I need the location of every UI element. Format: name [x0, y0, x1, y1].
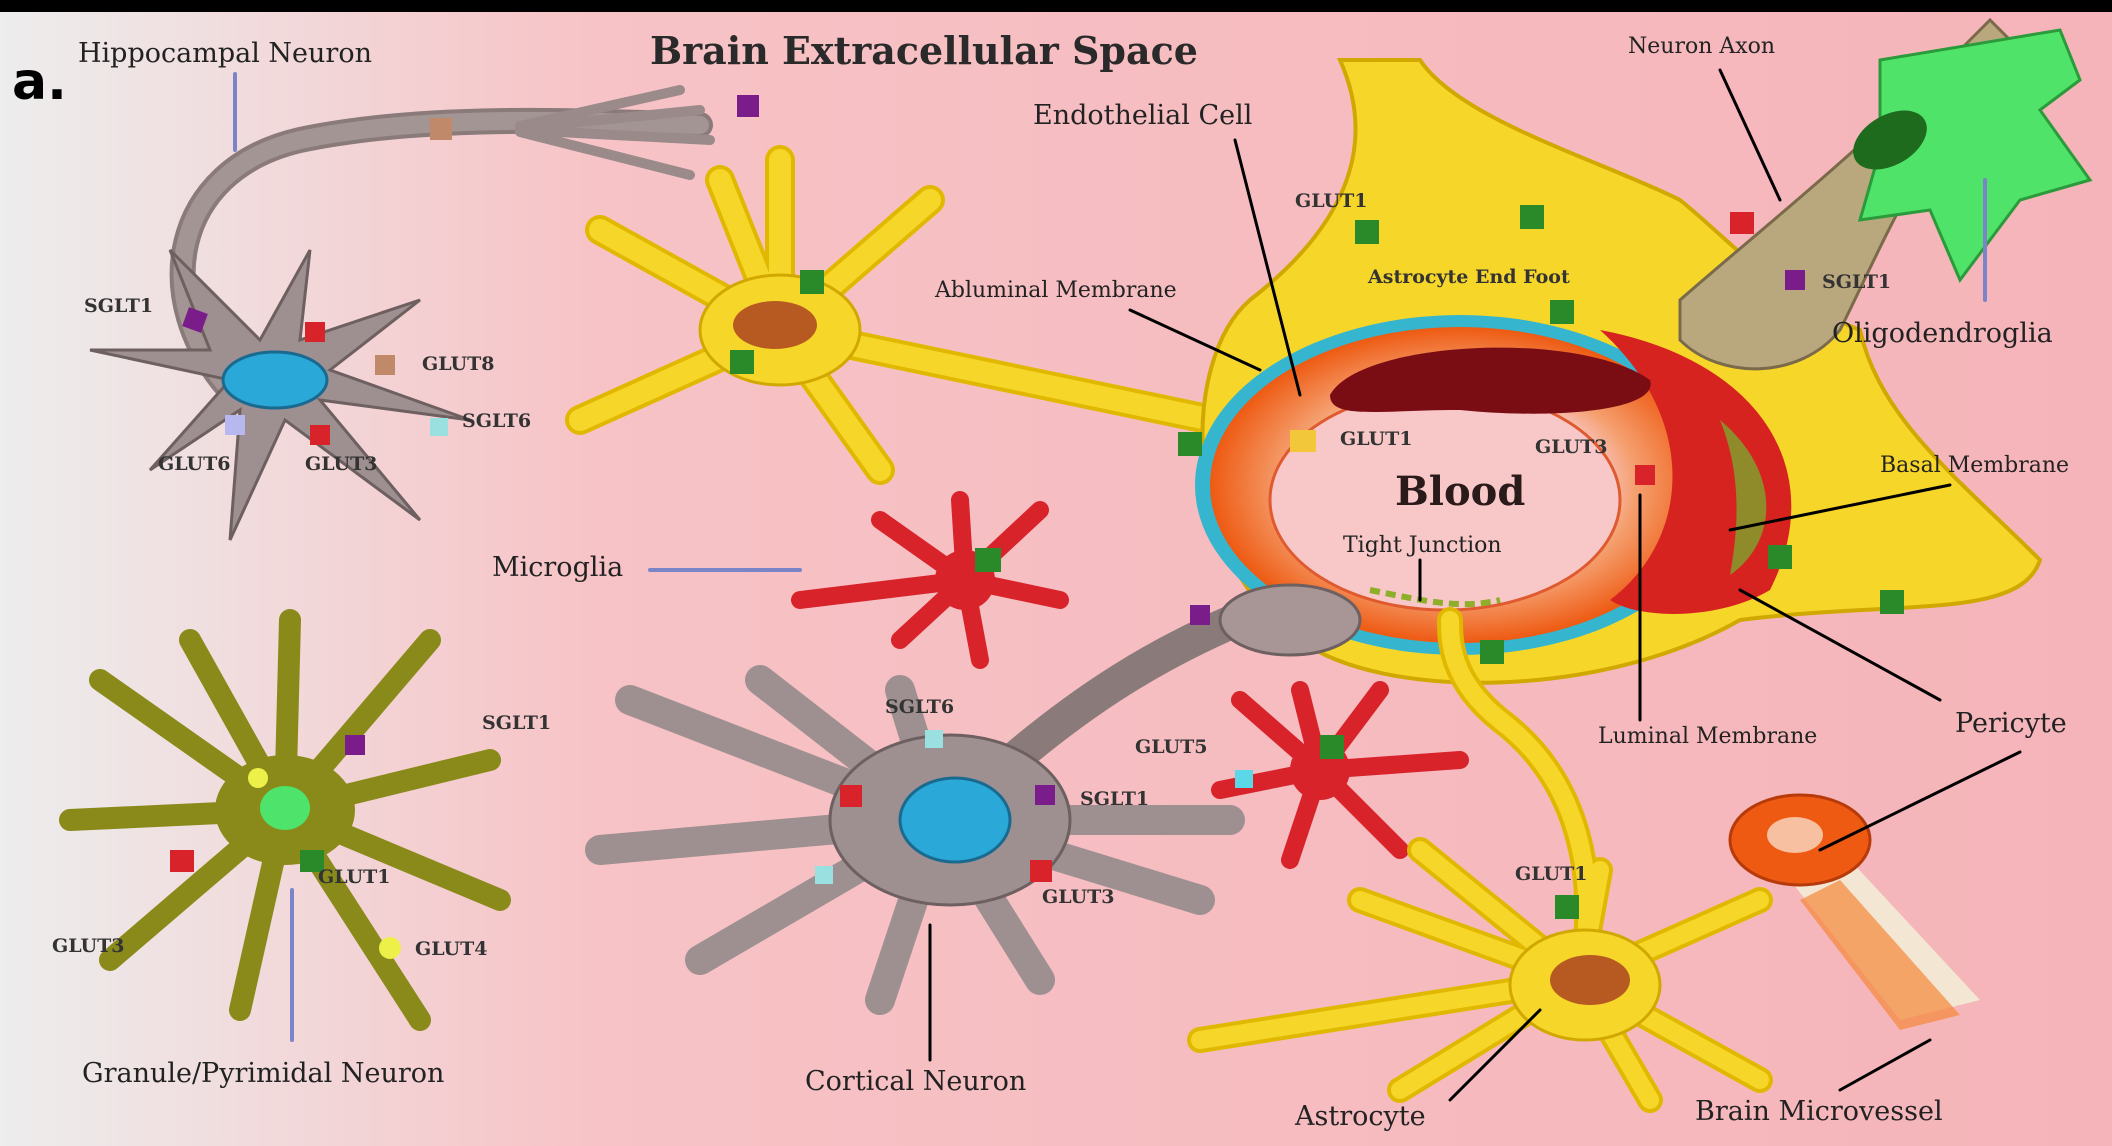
label-glut6: GLUT6 — [158, 455, 230, 474]
label-luminal-membrane: Luminal Membrane — [1598, 726, 1817, 748]
glut1-marker-astro-lower — [1555, 895, 1579, 919]
upper-astrocyte-nucleus — [733, 301, 817, 349]
glut1-marker-vessel-3 — [1880, 590, 1904, 614]
sglt6-marker — [430, 418, 448, 436]
sglt1-marker-neuron-top — [737, 95, 759, 117]
glut3-marker-axon — [1730, 212, 1754, 234]
label-glut3-granule: GLUT3 — [52, 937, 124, 956]
label-cortical-neuron: Cortical Neuron — [805, 1068, 1026, 1095]
hippo-nucleus — [223, 352, 327, 408]
glut5-marker — [1235, 770, 1253, 788]
panel-label: a. — [12, 56, 67, 108]
label-glut5: GLUT5 — [1135, 738, 1207, 757]
glut1-marker-vessel-2 — [1480, 640, 1504, 664]
label-sglt6-hippo: SGLT6 — [462, 412, 531, 431]
label-glut1-lumen: GLUT1 — [1340, 430, 1412, 449]
sglt6-marker-cortical — [925, 730, 943, 748]
glut3-marker-granule — [170, 850, 194, 872]
glut1-marker-vessel-4 — [1768, 545, 1792, 569]
label-microglia: Microglia — [492, 554, 623, 581]
label-glut1-granule: GLUT1 — [318, 868, 390, 887]
label-glut3-hippo: GLUT3 — [305, 455, 377, 474]
label-brain-microvessel: Brain Microvessel — [1695, 1098, 1943, 1125]
label-abluminal-membrane: Abluminal Membrane — [935, 280, 1177, 302]
label-glut8: GLUT8 — [422, 355, 494, 374]
label-endothelial-cell: Endothelial Cell — [1033, 102, 1252, 129]
label-glut1-endfoot: GLUT1 — [1295, 192, 1367, 211]
label-tight-junction: Tight Junction — [1343, 535, 1502, 557]
label-glut4: GLUT4 — [415, 940, 487, 959]
lower-astrocyte-nucleus — [1550, 955, 1630, 1005]
sglt1-marker-granule — [345, 735, 365, 755]
label-basal-membrane: Basal Membrane — [1880, 455, 2069, 477]
sglt1-marker-cortical-top — [1190, 605, 1210, 625]
glut1-marker-vessel — [1178, 432, 1202, 456]
label-hippocampal-neuron: Hippocampal Neuron — [78, 40, 372, 67]
sglt1-marker-cortical — [1035, 785, 1055, 805]
glut1-marker-astro-2 — [730, 350, 754, 374]
granule-nucleus — [260, 786, 310, 830]
glut3-marker-cortical — [1030, 860, 1052, 882]
label-glut3-lumen: GLUT3 — [1535, 438, 1607, 457]
label-glut3-cortical: GLUT3 — [1042, 888, 1114, 907]
glut6-marker — [225, 415, 245, 435]
label-sglt1-granule: SGLT1 — [482, 714, 551, 733]
label-granule-pyrimidal-neuron: Granule/Pyrimidal Neuron — [82, 1060, 444, 1087]
label-pericyte: Pericyte — [1955, 710, 2067, 737]
cortical-nucleus — [900, 778, 1010, 862]
diagram-title: Brain Extracellular Space — [650, 32, 1198, 70]
glut4-marker-2 — [248, 768, 268, 788]
label-sglt6-cortical: SGLT6 — [885, 698, 954, 717]
label-sglt1-cortical: SGLT1 — [1080, 790, 1149, 809]
sglt1-marker-axon — [1785, 270, 1805, 290]
label-astrocyte-end-foot: Astrocyte End Foot — [1368, 268, 1570, 287]
label-sglt1-axon: SGLT1 — [1822, 273, 1891, 292]
glut1-marker-lumen — [1290, 430, 1316, 452]
label-sglt1-hippo: SGLT1 — [84, 297, 153, 316]
glut1-marker-microglia — [1320, 735, 1344, 759]
glut8-marker-top — [430, 118, 452, 140]
label-neuron-axon: Neuron Axon — [1628, 36, 1775, 58]
glut1-marker-astro — [800, 270, 824, 294]
glut4-marker — [379, 937, 401, 959]
glut3-marker-2 — [310, 425, 330, 445]
sglt6-marker-cortical-2 — [815, 866, 833, 884]
glut3-marker-cortical-2 — [840, 785, 862, 807]
glut8-marker — [375, 355, 395, 375]
glut3-marker-lumen — [1635, 465, 1655, 485]
glut1-marker-microglia-2 — [975, 548, 1001, 572]
glut1-marker-endfoot-3 — [1550, 300, 1574, 324]
label-astrocyte: Astrocyte — [1295, 1103, 1426, 1130]
glut1-marker-endfoot — [1355, 220, 1379, 244]
glut1-marker-endfoot-2 — [1520, 205, 1544, 229]
glut3-marker — [305, 322, 325, 342]
label-oligodendroglia: Oligodendroglia — [1832, 320, 2053, 347]
label-blood: Blood — [1395, 472, 1525, 512]
label-glut1-astro: GLUT1 — [1515, 865, 1587, 884]
